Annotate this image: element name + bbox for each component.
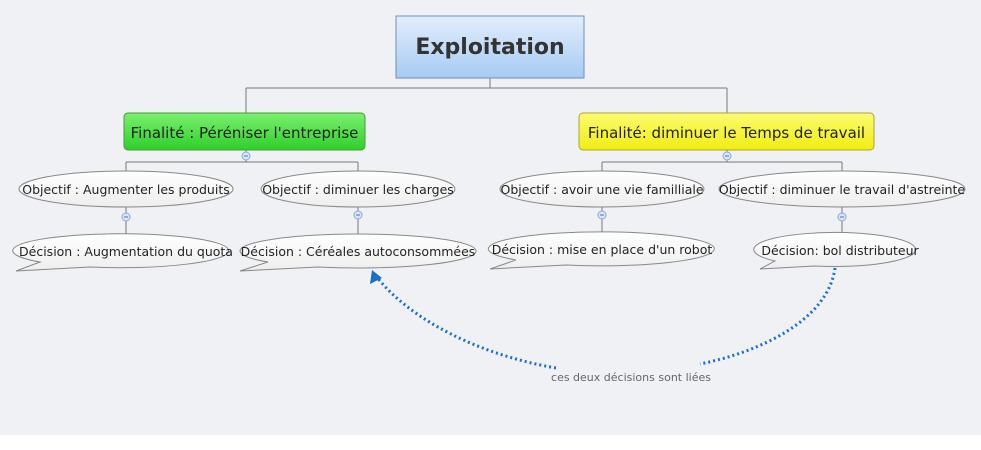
- decision-node[interactable]: Décision : mise en place d'un robot: [487, 231, 715, 270]
- root-label: Exploitation: [415, 35, 564, 60]
- objective-label: Objectif : Augmenter les produits: [22, 182, 229, 197]
- objective-node[interactable]: Objectif : diminuer le travail d'astrein…: [718, 170, 966, 208]
- decision-label: Décision: bol distributeur: [761, 243, 919, 258]
- branch-label: Finalité : Péréniser l'entreprise: [131, 124, 359, 142]
- objective-label: Objectif : diminuer le travail d'astrein…: [719, 182, 966, 197]
- arrow-head-icon: [370, 270, 382, 284]
- decision-label: Décision : Céréales autoconsommées: [241, 244, 476, 259]
- decision-node[interactable]: Décision : Augmentation du quota: [12, 233, 233, 272]
- branch-finalite-2[interactable]: Finalité: diminuer le Temps de travail: [578, 112, 875, 151]
- root-topic[interactable]: Exploitation: [395, 15, 585, 79]
- decision-node[interactable]: Décision: bol distributeur: [753, 232, 920, 270]
- decision-label: Décision : mise en place d'un robot: [492, 242, 713, 257]
- decision-node[interactable]: Décision : Céréales autoconsommées: [239, 233, 477, 272]
- branch-finalite-1[interactable]: Finalité : Péréniser l'entreprise: [123, 112, 366, 151]
- objective-node[interactable]: Objectif : avoir une vie familliale: [499, 170, 705, 208]
- decision-label: Décision : Augmentation du quota: [19, 244, 233, 259]
- objective-label: Objectif : avoir une vie familliale: [500, 182, 703, 197]
- objective-node[interactable]: Objectif : Augmenter les produits: [18, 170, 234, 208]
- objective-label: Objectif : diminuer les charges: [262, 182, 454, 197]
- relationship-label: ces deux décisions sont liées: [551, 371, 711, 384]
- branch-label: Finalité: diminuer le Temps de travail: [588, 124, 865, 142]
- objective-node[interactable]: Objectif : diminuer les charges: [260, 170, 456, 208]
- relationship-link[interactable]: ces deux décisions sont liées: [370, 267, 837, 384]
